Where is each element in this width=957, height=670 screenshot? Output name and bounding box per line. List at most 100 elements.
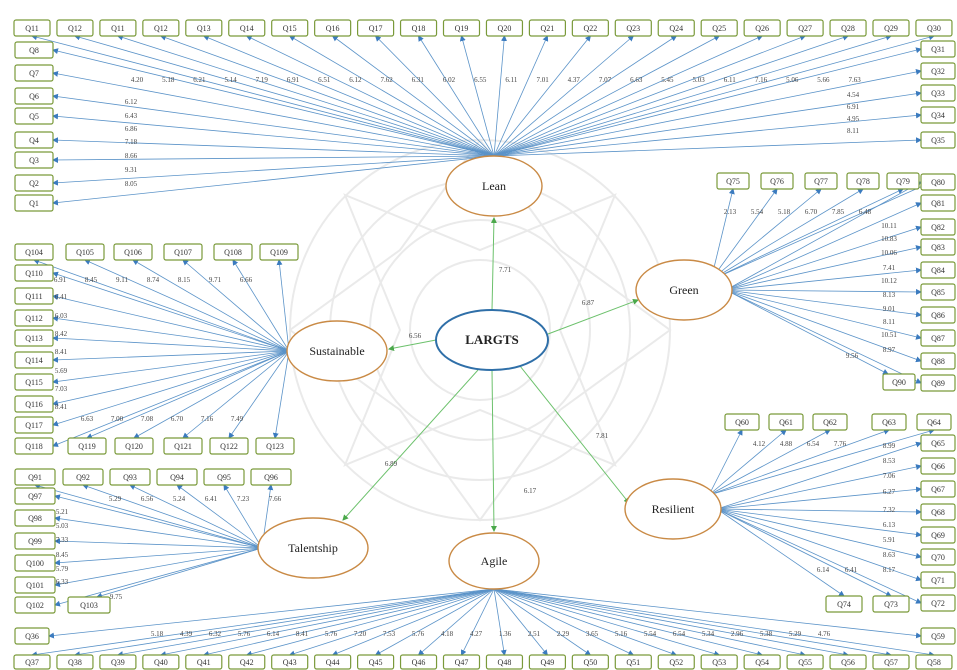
sustainable-indicator-q111: Q111 [14, 287, 54, 305]
lean-indicator-q5: Q5 [14, 107, 54, 125]
indicator-box [228, 654, 266, 670]
indicator-label: Q121 [174, 442, 192, 451]
loading-value: 5.03 [56, 522, 69, 530]
indicator-box [700, 654, 738, 670]
path-line [493, 90, 922, 157]
lean-indicator-q1: Q1 [14, 194, 54, 212]
indicator-label: Q69 [931, 531, 945, 540]
loading-value: 6.66 [240, 276, 253, 284]
loading-value: 6.48 [859, 208, 872, 216]
indicator-box [920, 329, 956, 347]
indicator-box [920, 503, 956, 521]
loading-value: 4.95 [847, 115, 860, 123]
indicator-label: Q32 [931, 67, 945, 76]
path-line [48, 588, 495, 639]
indicator-box [109, 468, 151, 486]
loading-value: 6.14 [267, 630, 280, 638]
construct-lean-label: Lean [482, 179, 506, 193]
sustainable-indicator-q108: Q108 [213, 243, 253, 261]
indicator-box [528, 19, 567, 37]
path-line [52, 315, 290, 352]
path-line [34, 483, 263, 549]
path-line [490, 217, 497, 311]
loading-value: 5.14 [224, 76, 237, 84]
loading-value: 8.63 [883, 551, 896, 559]
indicator-box [14, 309, 54, 327]
indicator-label: Q33 [931, 89, 945, 98]
loading-value: 6.14 [817, 566, 830, 574]
indicator-label: Q53 [712, 658, 726, 667]
indicator-box [442, 19, 481, 37]
lean-indicator-q3: Q3 [14, 151, 54, 169]
loading-value: 5.69 [55, 367, 68, 375]
indicator-box [657, 19, 695, 37]
agile-indicator-q58: Q58 [915, 654, 953, 670]
indicator-box [920, 84, 956, 102]
path-line [52, 155, 495, 206]
indicator-label: Q62 [823, 418, 837, 427]
loading-value: 10.06 [881, 249, 897, 257]
sustainable-indicator-q114: Q114 [14, 351, 54, 369]
path-line [52, 350, 290, 447]
path-line [52, 93, 495, 157]
loading-value: 6.87 [582, 299, 595, 307]
indicator-label: Q7 [29, 69, 39, 78]
sustainable-indicator-q123: Q123 [255, 437, 295, 455]
path-line [725, 288, 922, 295]
loading-value: 6.70 [805, 208, 818, 216]
construct-agile-label: Agile [481, 554, 508, 568]
indicator-label: Q80 [931, 178, 945, 187]
indicator-label: Q63 [882, 418, 896, 427]
indicator-label: Q1 [29, 199, 39, 208]
lean-indicator-q16: Q16 [314, 19, 352, 37]
green-indicator-q84: Q84 [920, 261, 956, 279]
indicator-box [920, 526, 956, 544]
indicator-box [920, 283, 956, 301]
agile-indicator-q51: Q51 [614, 654, 652, 670]
indicator-box [743, 654, 781, 670]
construct-sustainable: Sustainable [286, 320, 388, 382]
path-line [331, 588, 495, 656]
lean-indicator-q32: Q32 [920, 62, 956, 80]
loading-value: 7.01 [536, 76, 549, 84]
agile-indicator-q48: Q48 [485, 654, 524, 670]
path-line [461, 588, 495, 656]
loading-value: 8.41 [55, 348, 68, 356]
indicator-label: Q88 [931, 357, 945, 366]
indicator-label: Q56 [841, 658, 855, 667]
path-line [52, 48, 495, 157]
indicator-label: Q85 [931, 288, 945, 297]
loading-value: 7.33 [56, 536, 69, 544]
path-line [493, 112, 922, 157]
indicator-label: Q101 [26, 581, 44, 590]
path-line [54, 494, 263, 549]
path-line [33, 258, 290, 352]
indicator-box [886, 172, 920, 190]
indicator-box [872, 595, 910, 613]
indicator-box [916, 413, 952, 431]
indicator-box [920, 40, 956, 58]
indicator-box [829, 654, 867, 670]
lean-indicator-q26: Q26 [743, 19, 781, 37]
path-line [272, 350, 290, 439]
talentship-indicator-q103: Q103 [67, 596, 111, 614]
indicator-box [14, 509, 56, 527]
talentship-indicator-q101: Q101 [14, 576, 56, 594]
lean-indicator-q29: Q29 [872, 19, 910, 37]
indicator-label: Q96 [264, 473, 278, 482]
indicator-label: Q91 [28, 473, 42, 482]
sustainable-indicator-q121: Q121 [163, 437, 203, 455]
indicator-label: Q65 [931, 439, 945, 448]
green-indicator-q75: Q75 [716, 172, 750, 190]
path-line [202, 588, 495, 657]
loading-value: 10.51 [881, 331, 897, 339]
path-line [54, 547, 263, 588]
path-line [418, 35, 495, 157]
path-line [708, 428, 935, 496]
loading-value: 6.32 [209, 630, 222, 638]
path-line [725, 289, 922, 318]
indicator-box [14, 532, 56, 550]
path-line [159, 34, 495, 157]
loading-value: 5.38 [760, 630, 773, 638]
path-line [493, 35, 591, 157]
